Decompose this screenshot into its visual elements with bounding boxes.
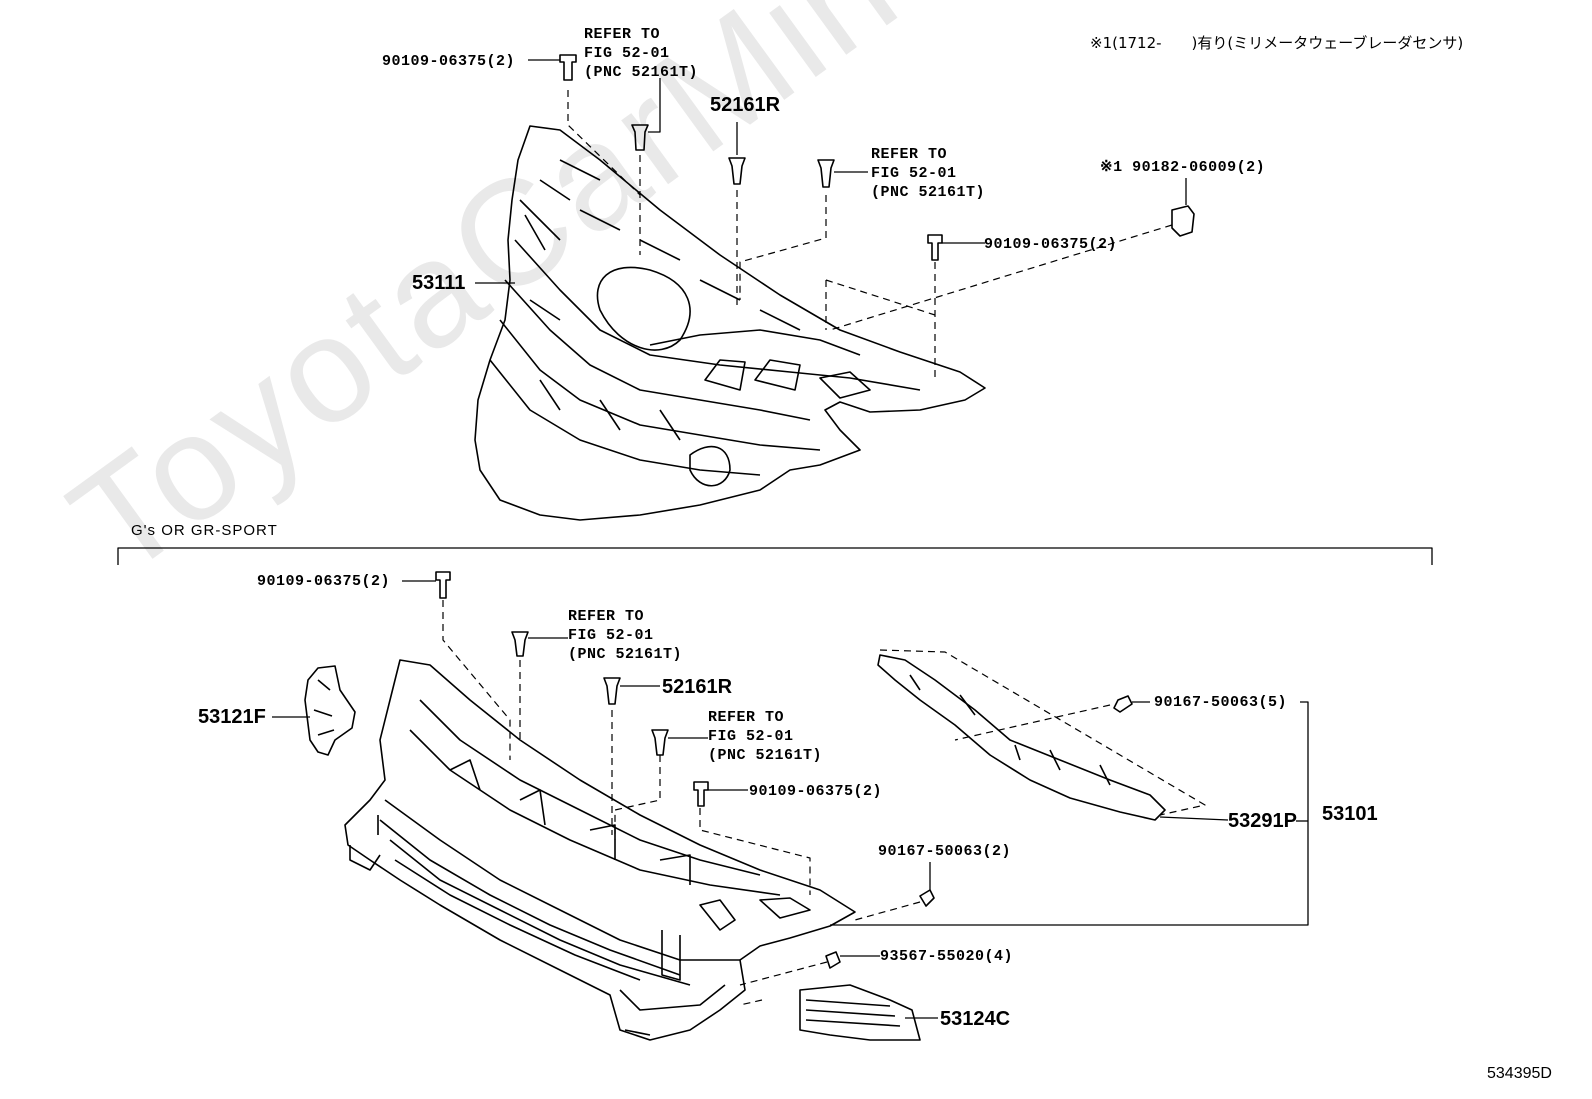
label-lower-refer-b: REFER TO FIG 52-01 (PNC 52161T) bbox=[708, 709, 823, 764]
label-insert: 53124C bbox=[940, 1008, 1011, 1030]
upper-fasteners bbox=[559, 54, 1195, 261]
label-upper-grille: 53111 bbox=[412, 272, 466, 294]
lower-fasteners bbox=[435, 571, 1133, 969]
label-screw-2: 90167-50063(2) bbox=[878, 843, 1012, 860]
label-upper-refer-b: REFER TO FIG 52-01 (PNC 52161T) bbox=[871, 146, 986, 201]
retainer-drawing bbox=[877, 654, 1166, 821]
upper-grille-drawing bbox=[474, 125, 986, 521]
label-retainer: 53291P bbox=[1228, 810, 1297, 832]
label-assy: 53101 bbox=[1322, 803, 1378, 825]
label-side-cover: 53121F bbox=[198, 706, 266, 728]
header-note: ※1(1712- )有り(ミリメータウェーブレーダセンサ) bbox=[1090, 34, 1464, 52]
label-sensor-bracket: ※1 90182-06009(2) bbox=[1100, 159, 1266, 176]
label-screw-4: 93567-55020(4) bbox=[880, 948, 1014, 965]
side-cover-drawing bbox=[304, 665, 356, 756]
label-lower-bolt-top: 90109-06375(2) bbox=[257, 573, 391, 590]
label-upper-refer-a: REFER TO FIG 52-01 (PNC 52161T) bbox=[584, 26, 699, 81]
label-lower-clip-r: 52161R bbox=[662, 676, 733, 698]
label-upper-clip-r: 52161R bbox=[710, 94, 781, 116]
insert-drawing bbox=[799, 984, 921, 1041]
section-label: G's OR GR-SPORT bbox=[131, 522, 278, 539]
label-upper-bolt-right: 90109-06375(2) bbox=[984, 236, 1118, 253]
label-screw-5: 90167-50063(5) bbox=[1154, 694, 1288, 711]
label-lower-refer-a: REFER TO FIG 52-01 (PNC 52161T) bbox=[568, 608, 683, 663]
label-upper-bolt-left: 90109-06375(2) bbox=[382, 53, 516, 70]
diagram-code: 534395D bbox=[1487, 1065, 1552, 1082]
label-lower-bolt-mid: 90109-06375(2) bbox=[749, 783, 883, 800]
lower-grille-drawing bbox=[344, 659, 856, 1041]
